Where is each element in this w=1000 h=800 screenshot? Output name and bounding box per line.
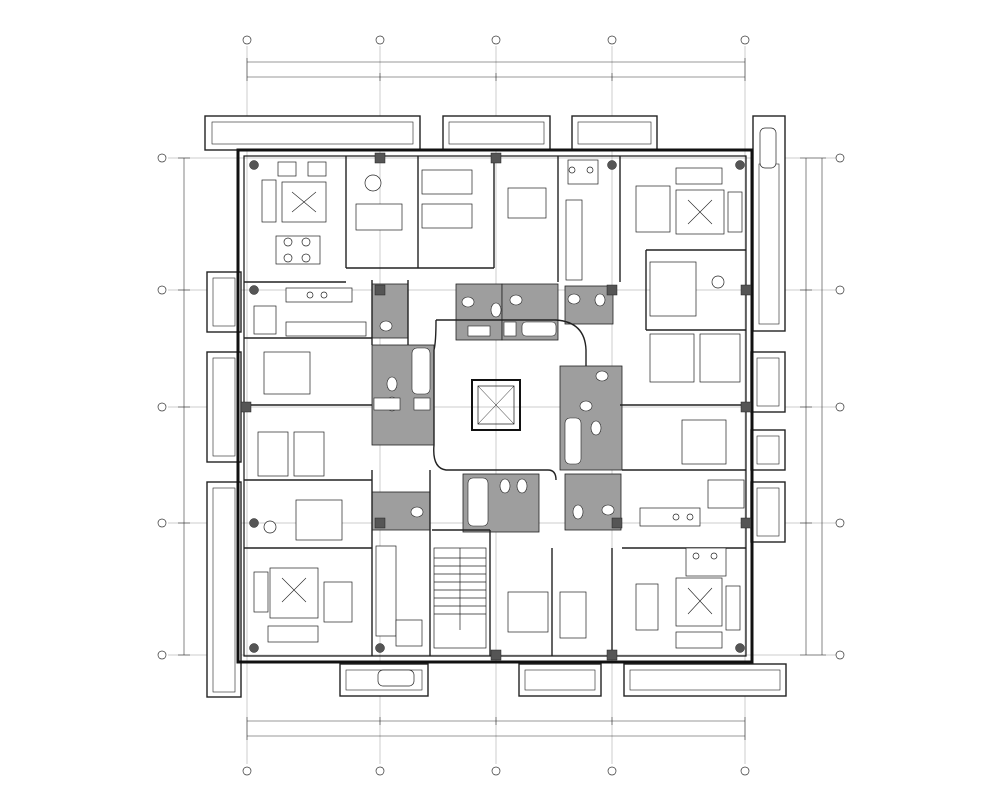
grid-bubbles-columns: [242, 35, 750, 776]
dimension-lines: [178, 58, 826, 740]
furniture: [253, 127, 777, 687]
staircase: [433, 547, 487, 649]
grid-bubbles-rows: [157, 153, 845, 660]
balconies: [204, 115, 787, 698]
elevator-core: [471, 379, 521, 431]
sanitary-fixtures: [373, 293, 615, 527]
structural-columns: [240, 152, 752, 661]
